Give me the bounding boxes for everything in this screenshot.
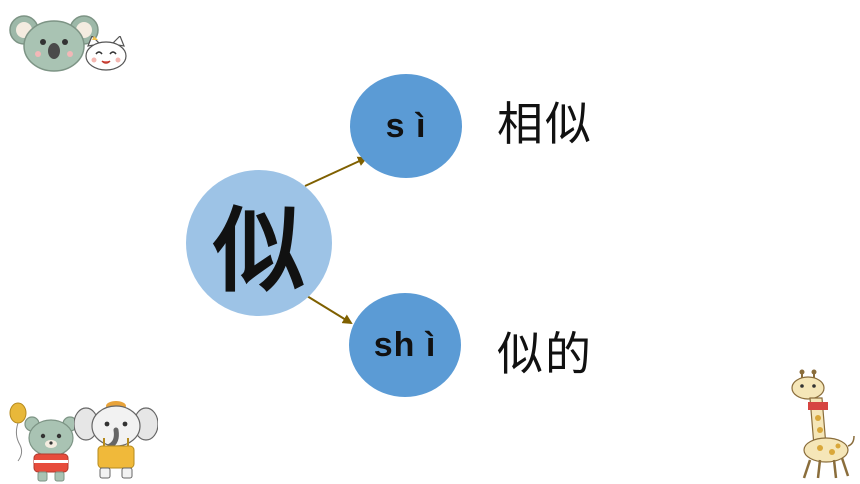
cat-icon	[85, 36, 127, 71]
center-character: 似	[212, 196, 305, 305]
reading-node-shi: sh ì	[349, 293, 461, 397]
reading-pinyin: s ì	[385, 106, 427, 145]
center-character-node: 似	[186, 170, 332, 316]
reading-pinyin: sh ì	[373, 325, 437, 364]
koala-icon	[9, 15, 99, 72]
arrow-to-reading-1	[304, 156, 368, 187]
example-word: 似的	[497, 327, 593, 381]
giraffe-icon	[791, 369, 855, 479]
balloon-icon	[9, 402, 27, 462]
elephant-icon	[74, 401, 158, 479]
arrow-to-reading-2	[306, 295, 353, 325]
example-word: 相似	[497, 97, 593, 151]
reading-node-si: s ì	[350, 74, 462, 178]
bear-icon	[24, 416, 78, 482]
